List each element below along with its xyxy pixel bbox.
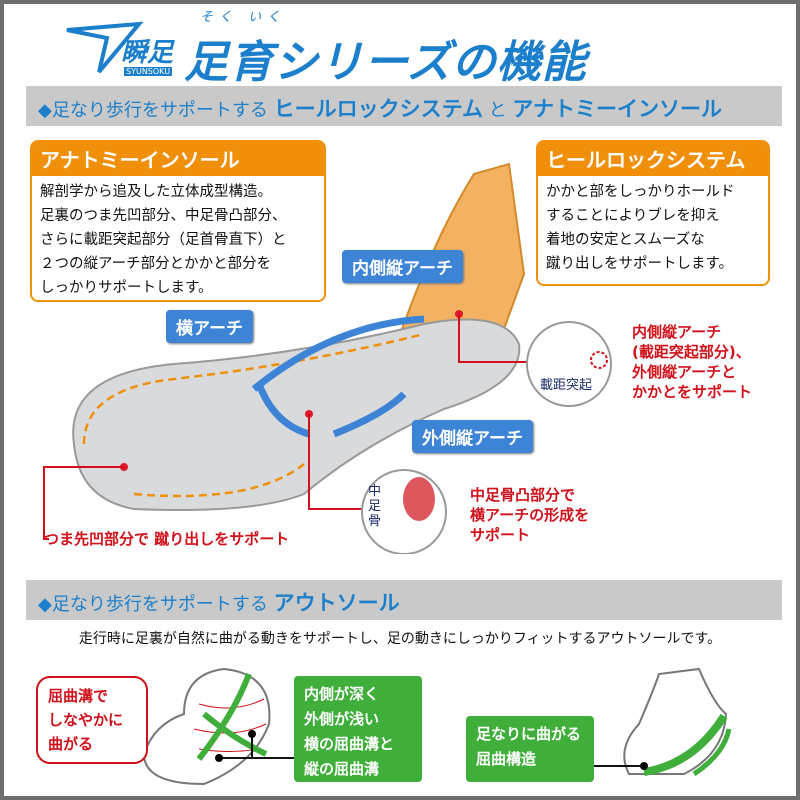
outsole-description: 走行時に足裏が自然に曲がる動きをサポートし、足の動きにしっかりフィットするアウト… bbox=[78, 631, 722, 647]
inner-arch-arrow bbox=[251, 315, 425, 392]
page-title: 足育シリーズの機能 bbox=[184, 37, 587, 88]
heading2-prefix: ◆足なり歩行をサポートする bbox=[38, 594, 274, 615]
flex-structure-box: 足なりに曲がる 屈曲構造 bbox=[466, 716, 594, 782]
insole-body bbox=[72, 318, 521, 511]
heel-lock-title: ヒールロックシステム bbox=[538, 142, 768, 176]
talus-label: 載距突起 bbox=[540, 378, 593, 393]
outer-arch-label: 外側縦アーチ bbox=[412, 420, 533, 453]
metatarsal-note: 中足骨凸部分で 横アーチの形成を サポート bbox=[470, 486, 590, 544]
outsole-illustrations bbox=[142, 667, 732, 786]
groove-description-box: 内側が深く 外側が浅い 横の屈曲溝と 縦の屈曲溝 bbox=[294, 676, 422, 782]
title-ruby: そく いく bbox=[200, 10, 287, 25]
flex-groove-bubble: 屈曲溝で しなやかに 曲がる bbox=[36, 676, 148, 764]
section-heading-2: ◆足なり歩行をサポートする アウトソール bbox=[26, 580, 782, 620]
talus-bone-inset bbox=[526, 321, 612, 407]
sole-bottom-view bbox=[142, 667, 271, 786]
logo-sub: SYUNSOKU bbox=[124, 67, 173, 76]
inner-arch-label: 内側縦アーチ bbox=[342, 250, 463, 283]
insole-illustration bbox=[43, 162, 612, 554]
transverse-arch-arrow bbox=[255, 382, 311, 438]
anatomy-insole-body: 解剖学から追及した立体成型構造。 足裏のつま先凹部分、中足骨凸部分、 さらに載距… bbox=[40, 184, 287, 296]
metatarsal-label: 中 足 骨 bbox=[368, 484, 382, 529]
transverse-arch-label: 横アーチ bbox=[166, 310, 253, 343]
heading-and: と bbox=[482, 100, 513, 121]
logo-text: 瞬足 bbox=[121, 38, 174, 68]
heading-prefix: ◆足なり歩行をサポートする bbox=[38, 100, 274, 121]
brand-logo: 瞬足 SYUNSOKU bbox=[59, 12, 179, 82]
heading-heel: ヒールロックシステム bbox=[273, 97, 483, 121]
anatomy-insole-box: アナトミーインソール 解剖学から追及した立体成型構造。 足裏のつま先凹部分、中足… bbox=[30, 140, 326, 302]
section-heading-1: ◆足なり歩行をサポートする ヒールロックシステム と アナトミーインソール bbox=[26, 86, 782, 126]
heading-outsole: アウトソール bbox=[273, 591, 400, 615]
heading-anatomy: アナトミーインソール bbox=[512, 97, 722, 121]
anatomy-insole-title: アナトミーインソール bbox=[32, 142, 324, 176]
infographic: 瞬足 SYUNSOKU そく いく 足育シリーズの機能 ◆足なり歩行をサポートす… bbox=[4, 4, 796, 796]
toe-note: つま先凹部分で 蹴り出しをサポート bbox=[44, 530, 290, 548]
heel-lock-body: かかと部をしっかりホールド することによりブレを抑え 着地の安定とスムーズな 蹴… bbox=[546, 184, 735, 272]
outer-arch-arrow bbox=[332, 391, 407, 438]
heel-lock-box: ヒールロックシステム かかと部をしっかりホールド することによりブレを抑え 着地… bbox=[536, 140, 770, 286]
talus-note: 内側縦アーチ (載距突起部分)、 外側縦アーチと かかとをサポート bbox=[632, 323, 753, 401]
